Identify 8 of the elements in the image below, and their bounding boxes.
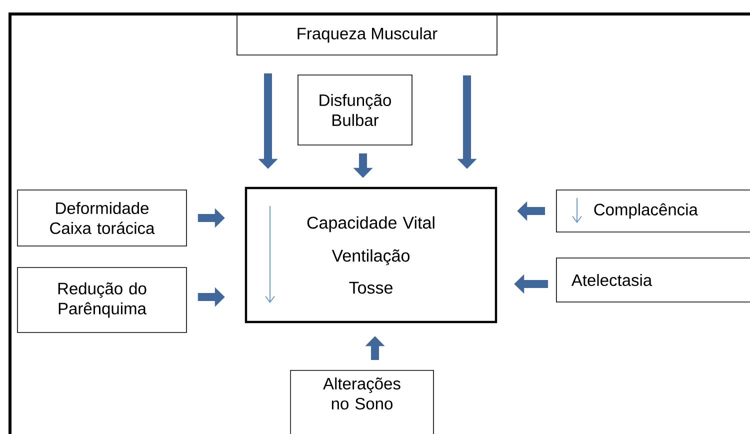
process-box: Complacência [556,190,750,232]
process-box: Fraqueza Muscular [236,14,498,56]
process-box: Alterações no Sono [290,370,434,434]
process-box: Atelectasia [556,258,750,302]
central-box: Capacidade Vital Ventilação Tosse [244,186,498,324]
process-box: Deformidade Caixa torácica [17,190,187,246]
process-box: Disfunção Bulbar [298,74,412,146]
process-box: Redução do Parênquima [17,267,187,333]
